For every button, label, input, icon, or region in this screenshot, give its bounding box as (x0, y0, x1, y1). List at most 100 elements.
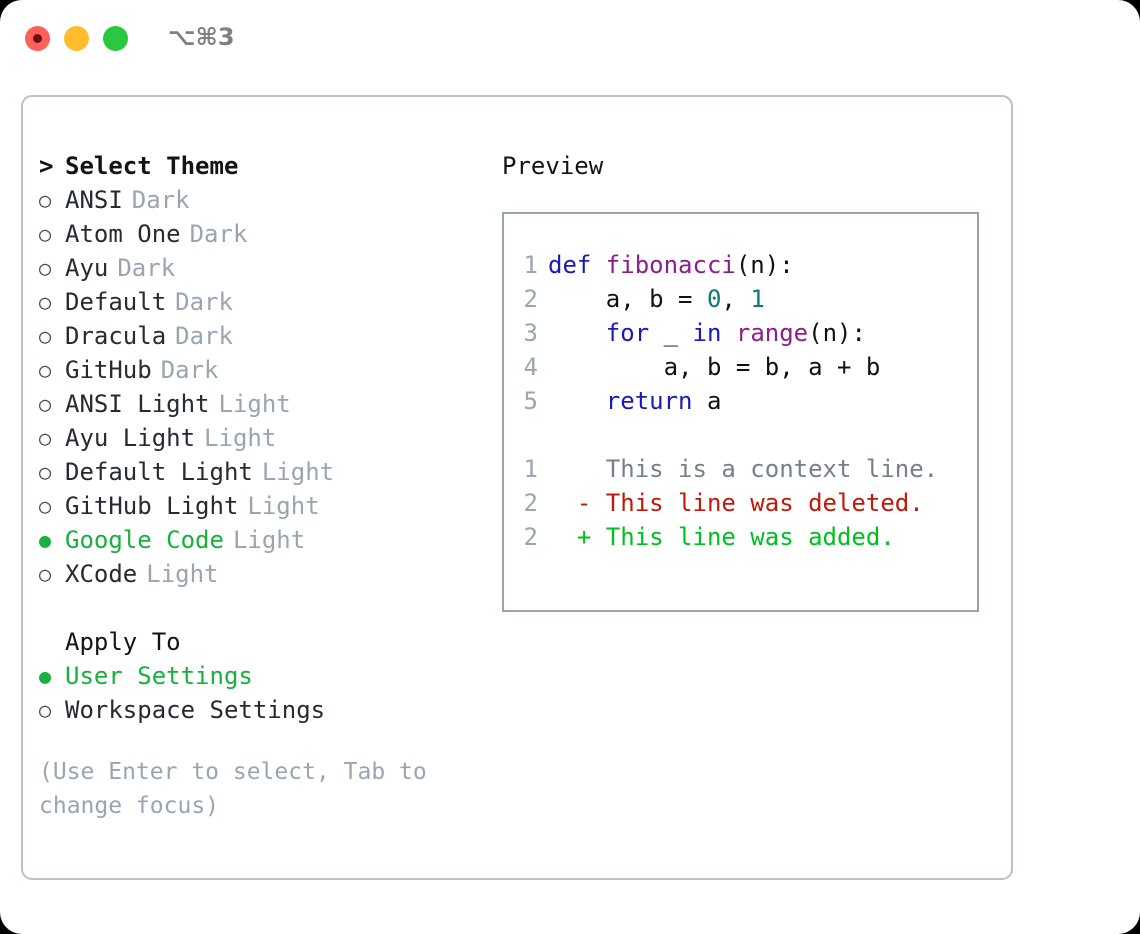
theme-option-label: Ayu (65, 254, 109, 282)
radio-selected-icon: ● (39, 664, 52, 688)
code-line: 5 return a (504, 384, 977, 418)
theme-option-default[interactable]: ○ Default Dark (39, 285, 479, 319)
diff-line-ctx: 1 This is a context line. (504, 452, 977, 486)
diff-line-text: This is a context line. (548, 455, 939, 483)
code-token-pl (548, 319, 606, 347)
theme-option-variant: Light (247, 492, 320, 520)
radio-unselected-icon: ○ (39, 222, 52, 246)
theme-option-atom-one[interactable]: ○ Atom One Dark (39, 217, 479, 251)
window-controls (25, 26, 128, 51)
apply-to-title: Apply To (65, 628, 181, 656)
theme-option-ansi-light[interactable]: ○ ANSI Light Light (39, 387, 479, 421)
radio-unselected-icon: ○ (39, 358, 52, 382)
radio-unselected-icon: ○ (39, 460, 52, 484)
line-number: 2 (523, 285, 538, 313)
line-number: 4 (523, 353, 538, 381)
radio-unselected-icon: ○ (39, 392, 52, 416)
theme-option-label: Atom One (65, 220, 181, 248)
radio-unselected-icon: ○ (39, 698, 52, 722)
diff-line-text: + This line was added. (548, 523, 895, 551)
theme-option-label: ANSI Light (65, 390, 210, 418)
code-line-text: return a (548, 384, 722, 418)
radio-unselected-icon: ○ (39, 426, 52, 450)
code-token-pl: _ (649, 319, 693, 347)
code-token-pl: (n): (808, 319, 866, 347)
code-token-pl: , (721, 285, 751, 313)
theme-option-label: Dracula (65, 322, 167, 350)
theme-option-variant: Light (218, 390, 291, 418)
code-token-kw: def (548, 251, 606, 279)
apply-to-option-label: User Settings (65, 662, 253, 690)
theme-option-label: XCode (65, 560, 138, 588)
theme-option-variant: Light (261, 458, 335, 486)
theme-option-dracula[interactable]: ○ Dracula Dark (39, 319, 479, 353)
line-number: 1 (523, 455, 538, 483)
theme-option-variant: Dark (175, 288, 233, 316)
code-line-text: def fibonacci(n): (548, 248, 794, 282)
diff-line-del: 2 - This line was deleted. (504, 486, 977, 520)
theme-option-variant: Dark (117, 254, 176, 282)
code-line: 4 a, b = b, a + b (504, 350, 977, 384)
theme-option-variant: Dark (189, 220, 248, 248)
theme-option-xcode[interactable]: ○ XCode Light (39, 557, 479, 591)
code-line-text: for _ in range(n): (548, 316, 866, 350)
code-line: 3 for _ in range(n): (504, 316, 977, 350)
code-token-kw: return (605, 387, 693, 415)
radio-unselected-icon: ○ (39, 562, 52, 586)
apply-to-option-label: Workspace Settings (65, 696, 326, 724)
theme-option-label: Default (65, 288, 167, 316)
code-token-num: 1 (750, 285, 765, 313)
diff-line-text: - This line was deleted. (548, 489, 924, 517)
theme-option-variant: Light (204, 424, 277, 452)
code-diff-gap (504, 418, 977, 452)
keyboard-shortcut-label: ⌥⌘3 (168, 23, 235, 51)
code-token-pl: a, b = b, a + b (548, 353, 881, 381)
diff-line-add: 2 + This line was added. (504, 520, 977, 554)
title-bar: ⌥⌘3 (0, 0, 1140, 78)
theme-picker-header: > Select Theme (39, 149, 479, 183)
radio-unselected-icon: ○ (39, 188, 52, 212)
code-token-num: 0 (706, 285, 722, 313)
theme-picker-title: Select Theme (65, 152, 239, 180)
radio-selected-icon: ● (39, 528, 52, 552)
caret-icon: > (39, 152, 54, 180)
code-token-kw: in (692, 319, 722, 347)
theme-option-label: GitHub Light (65, 492, 239, 520)
theme-option-variant: Dark (160, 356, 219, 384)
code-line-text: a, b = 0, 1 (548, 282, 765, 316)
keyboard-hint: (Use Enter to select, Tab to change focu… (39, 759, 427, 819)
list-spacer (39, 591, 479, 625)
radio-unselected-icon: ○ (39, 290, 52, 314)
radio-unselected-icon: ○ (39, 256, 52, 280)
preview-title: Preview (502, 152, 604, 180)
code-token-pl (548, 387, 606, 415)
theme-option-label: ANSI (65, 186, 123, 214)
apply-to-header: Apply To (39, 625, 479, 659)
maximize-button[interactable] (103, 26, 128, 51)
code-token-fn: range (735, 319, 809, 347)
code-token-fn: fibonacci (605, 251, 736, 279)
minimize-button[interactable] (64, 26, 89, 51)
apply-to-option-workspace-settings[interactable]: ○ Workspace Settings (39, 693, 479, 727)
theme-option-ayu[interactable]: ○ Ayu Dark (39, 251, 479, 285)
code-line: 1 def fibonacci(n): (504, 248, 977, 282)
close-button[interactable] (25, 26, 50, 51)
radio-unselected-icon: ○ (39, 324, 52, 348)
theme-option-variant: Dark (175, 322, 233, 350)
apply-to-option-user-settings[interactable]: ● User Settings (39, 659, 479, 693)
line-number: 1 (523, 251, 538, 279)
code-token-kw: for (605, 319, 650, 347)
theme-option-variant: Light (146, 560, 219, 588)
